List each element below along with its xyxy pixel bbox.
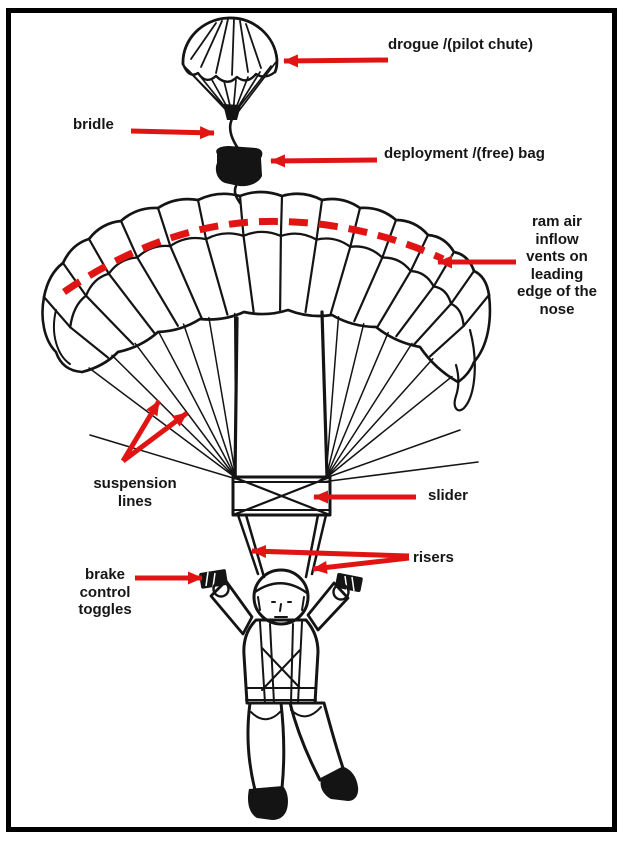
- ram-air-vents-dashed-line: [62, 217, 445, 295]
- left-leg: [246, 701, 286, 792]
- left-boot: [247, 786, 288, 820]
- brake-toggle-right: [332, 572, 363, 601]
- label-deployment-bag: deployment /(free) bag: [384, 145, 545, 162]
- left-arm: [209, 579, 254, 636]
- label-suspension-lines: suspension lines: [93, 475, 177, 510]
- label-bridle: bridle: [73, 116, 114, 133]
- label-brake-toggles: brake control toggles: [78, 566, 132, 618]
- deployment-bag-drawing: [215, 146, 263, 187]
- annotation-arrows: [120, 54, 516, 585]
- label-slider: slider: [428, 487, 469, 504]
- drogue-gore-lines: [190, 18, 262, 76]
- right-boot: [320, 767, 359, 801]
- label-risers: risers: [413, 549, 454, 566]
- canopy-wingtips-drawing: [41, 293, 492, 412]
- jumper-face: [271, 601, 292, 618]
- right-arm: [306, 581, 350, 632]
- brake-toggle-left: [199, 569, 230, 598]
- label-ram-air-vents: ram air inflow vents on leading edge of …: [516, 213, 597, 318]
- canopy-drawing: [42, 190, 491, 483]
- jumper-head: [252, 568, 310, 626]
- slider-drawing: [231, 475, 332, 517]
- risers-drawing: [236, 513, 328, 579]
- jumper-drawing: [199, 568, 363, 820]
- label-drogue: drogue /(pilot chute): [388, 36, 533, 53]
- harness-straps: [245, 621, 317, 704]
- drogue-chute-drawing: [181, 16, 279, 120]
